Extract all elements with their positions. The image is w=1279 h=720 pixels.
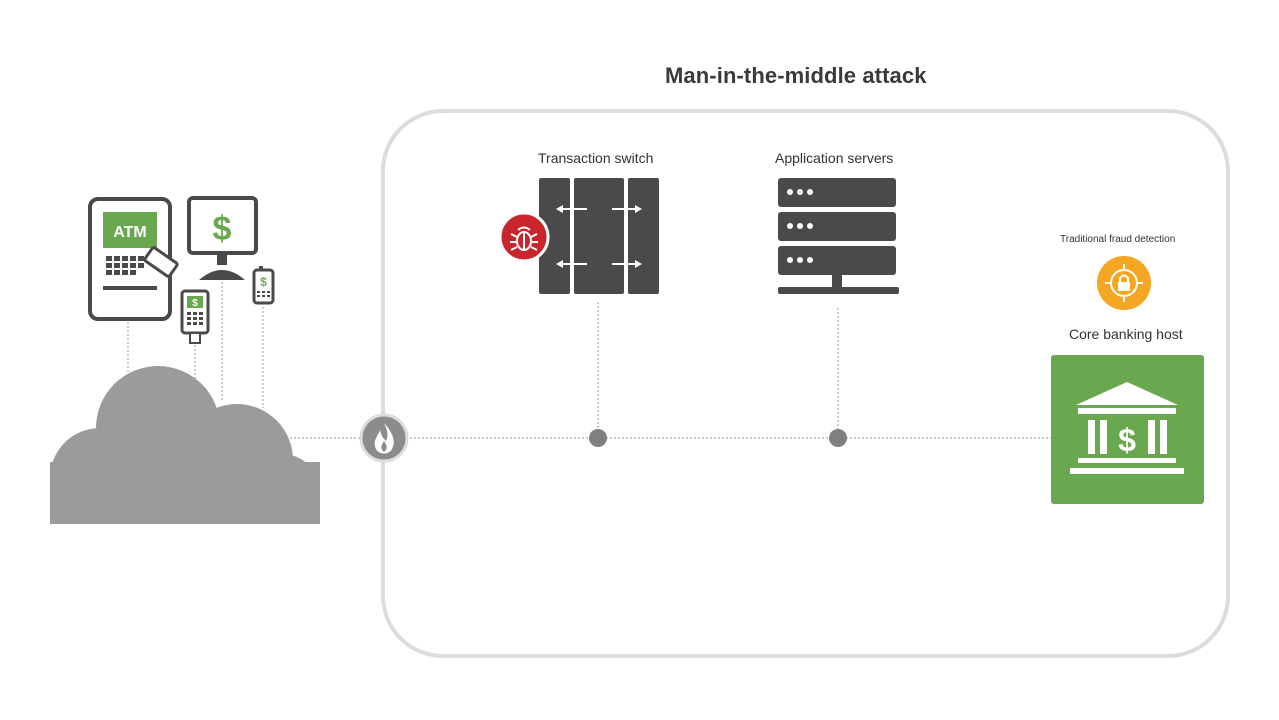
atm-keypad-icon: [106, 256, 144, 275]
desktop-dollar-sign: $: [213, 210, 232, 248]
terminal-dollar-sign: $: [192, 298, 198, 309]
switch-arrows: [556, 205, 642, 268]
mobile-dollar-icon: $: [252, 266, 275, 305]
switch-node-dot: [589, 429, 607, 447]
fraud-detection-label: Traditional fraud detection: [1060, 234, 1176, 245]
bank-building-icon: $: [1051, 355, 1204, 504]
desktop-dollar-icon: $: [187, 196, 258, 280]
diagram-title: Man-in-the-middle attack: [665, 63, 927, 88]
connector-lines: [127, 282, 1052, 439]
application-servers-label: Application servers: [775, 150, 894, 166]
card-terminal-icon: $: [180, 289, 210, 344]
cloud-icon: [40, 366, 340, 544]
card-insert-icon: [143, 246, 179, 278]
server-rack-icon: [778, 178, 899, 294]
atm-icon: ATM: [88, 197, 179, 321]
servers-node-dot: [829, 429, 847, 447]
transaction-switch-label: Transaction switch: [538, 150, 654, 166]
malware-bug-icon: [498, 211, 550, 263]
atm-screen-label: ATM: [113, 224, 146, 241]
transaction-switch-icon: [539, 178, 659, 294]
firewall-flame-icon: [359, 413, 409, 463]
mobile-dollar-sign: $: [260, 275, 267, 289]
fraud-lock-target-icon: [1097, 256, 1151, 310]
core-banking-host-label: Core banking host: [1069, 326, 1183, 342]
network-boundary-frame: [381, 109, 1230, 658]
bank-dollar-sign: $: [1118, 422, 1136, 458]
